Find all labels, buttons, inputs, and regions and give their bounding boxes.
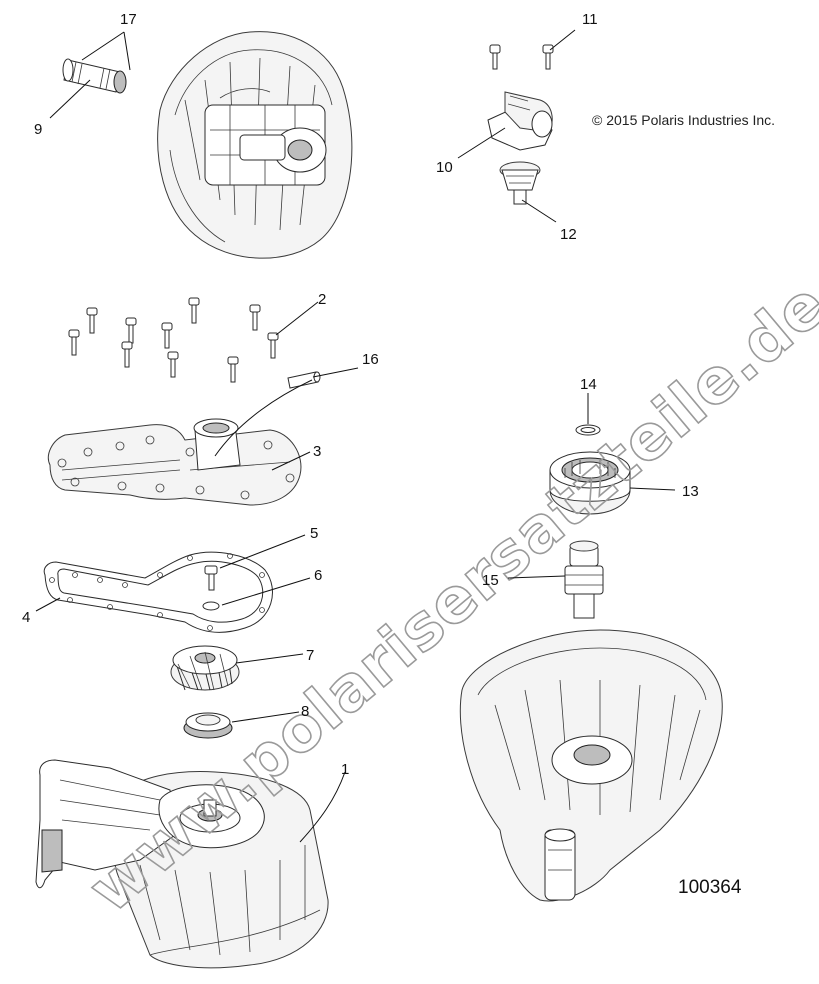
bolt-11a: [489, 44, 501, 70]
seal: [183, 712, 233, 739]
callout-17: 17: [120, 11, 137, 28]
callout-1: 1: [341, 761, 349, 778]
pin-with-orings: [62, 58, 127, 94]
callout-13: 13: [682, 483, 699, 500]
callout-3: 3: [313, 443, 321, 460]
callout-11: 11: [582, 11, 598, 28]
bearing: [549, 451, 631, 515]
water-pump-cover: [47, 418, 302, 506]
thermostat-housing: [487, 91, 553, 151]
bolt-5: [204, 565, 218, 591]
bolt-11b: [542, 44, 554, 70]
thermostat: [499, 161, 541, 205]
leader-lines: [35, 29, 676, 843]
callout-10: 10: [436, 159, 453, 176]
callout-9: 9: [34, 121, 42, 138]
callout-2: 2: [318, 291, 326, 308]
document-number: 100364: [678, 877, 742, 898]
callout-7: 7: [306, 647, 314, 664]
clutch-housing-lower: [459, 629, 723, 902]
callout-14: 14: [580, 376, 597, 393]
copyright-text: © 2015 Polaris Industries Inc.: [592, 112, 775, 128]
dowel-pin: [287, 371, 321, 389]
callout-5: 5: [310, 525, 318, 542]
impeller: [170, 645, 240, 691]
callout-4: 4: [22, 609, 30, 626]
o-ring: [575, 424, 601, 436]
clutch-housing-upper: [157, 31, 353, 259]
bolts-group-2: [68, 297, 279, 383]
callout-labels: 17 9 11 10 12 2 16 3 4 5 6 7 8 1 14 13 1…: [22, 11, 699, 778]
callout-16: 16: [362, 351, 379, 368]
clutch-cover: [35, 759, 329, 969]
gasket: [43, 551, 273, 633]
shaft: [564, 540, 604, 619]
callout-6: 6: [314, 567, 322, 584]
callout-12: 12: [560, 226, 577, 243]
callout-8: 8: [301, 703, 309, 720]
callout-15: 15: [482, 572, 499, 589]
washer-6: [202, 601, 220, 611]
